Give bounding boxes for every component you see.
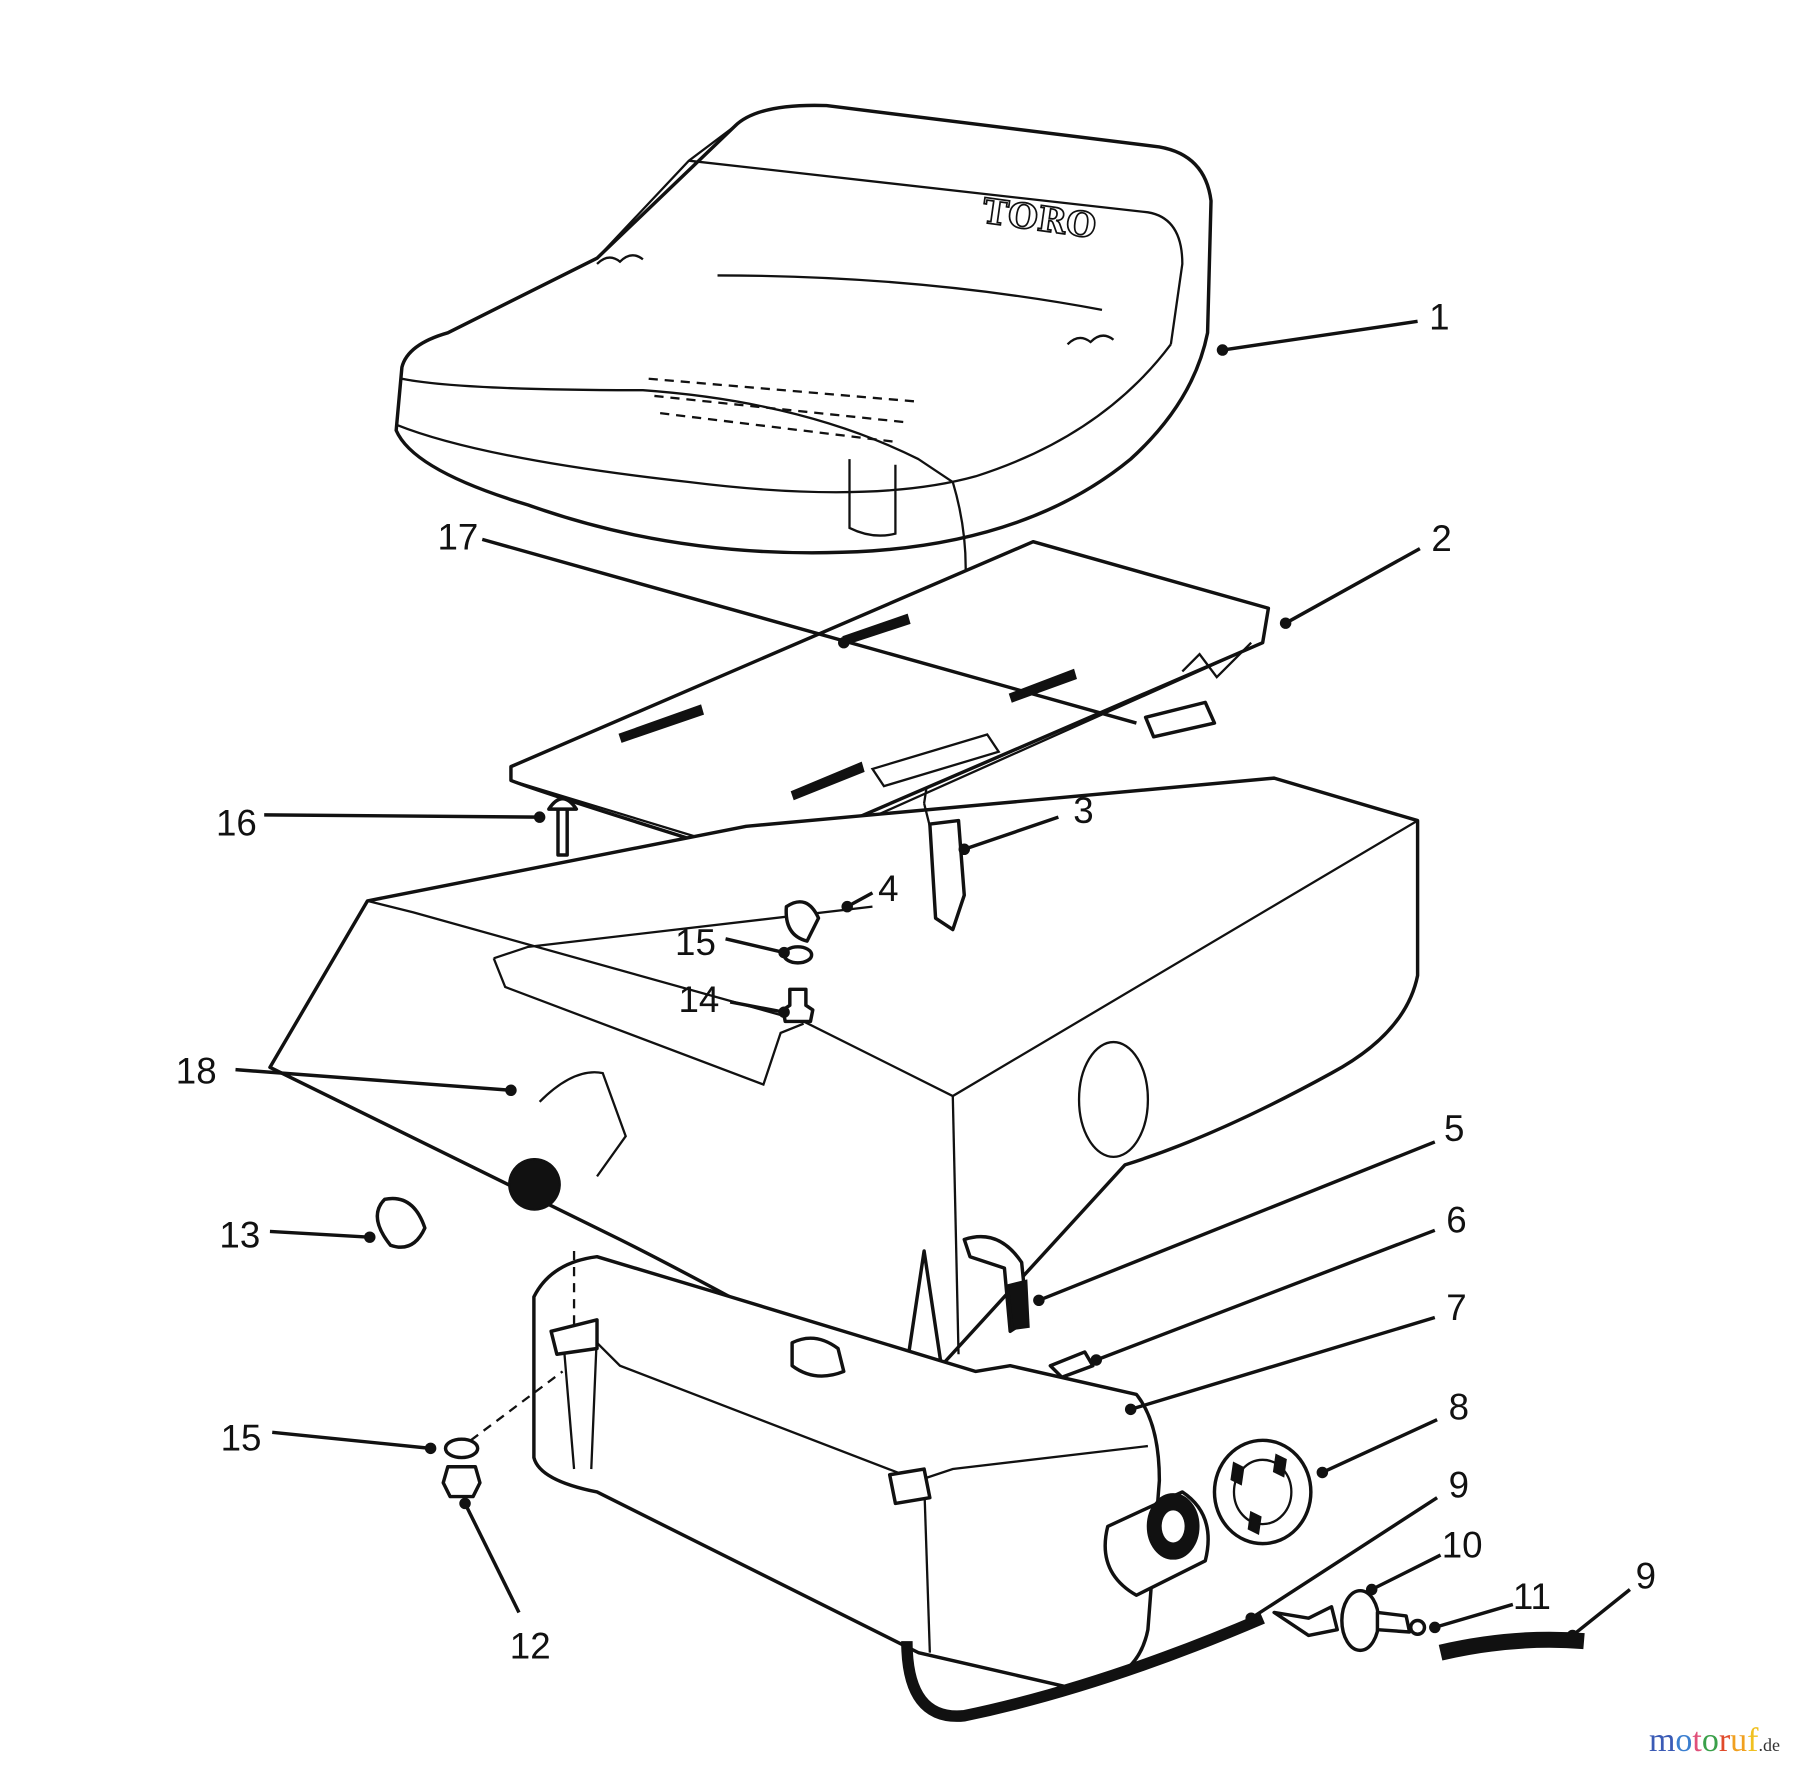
callout-9: 9 [1449, 1465, 1469, 1506]
callout-7: 7 [1446, 1287, 1466, 1328]
callout-11: 11 [1513, 1576, 1551, 1617]
watermark-letter: o [1701, 1722, 1719, 1759]
callout-1: 1 [1429, 296, 1449, 337]
callout-14: 14 [679, 979, 720, 1020]
callout-2: 2 [1431, 518, 1451, 559]
watermark-letter: m [1648, 1722, 1676, 1759]
watermark-letter: r [1718, 1722, 1731, 1759]
seat: TORO [394, 103, 1213, 804]
fuel-cap [1212, 1438, 1313, 1546]
callout-3: 3 [1073, 790, 1093, 831]
callout-9-second: 9 [1636, 1555, 1656, 1596]
callout-15-second: 15 [221, 1418, 262, 1459]
callout-8: 8 [1449, 1387, 1469, 1428]
watermark-logo: motoruf.de [1649, 1722, 1780, 1760]
leader-lines [235, 319, 1631, 1642]
callout-18: 18 [176, 1050, 217, 1091]
callout-12: 12 [510, 1625, 551, 1666]
callout-6: 6 [1446, 1200, 1466, 1241]
watermark-letter: f [1747, 1722, 1759, 1759]
callout-4: 4 [878, 868, 898, 909]
callout-10: 10 [1442, 1524, 1483, 1565]
callout-16: 16 [216, 803, 257, 844]
callout-5: 5 [1444, 1108, 1464, 1149]
callout-labels: 1 2 3 4 5 6 7 8 9 10 11 9 12 13 14 15 15… [176, 296, 1656, 1666]
watermark-suffix: .de [1758, 1735, 1781, 1755]
fuel-tank [532, 1254, 1210, 1689]
fuel-tank-shroud [268, 776, 1420, 1368]
hardware [375, 797, 1095, 1499]
callout-13: 13 [219, 1215, 260, 1256]
watermark-letter: o [1675, 1722, 1693, 1759]
watermark-letter: u [1730, 1722, 1748, 1759]
fuel-line-assembly [901, 1588, 1585, 1722]
callout-17: 17 [437, 517, 478, 558]
watermark-letter: t [1692, 1722, 1702, 1759]
callout-15: 15 [675, 922, 716, 963]
